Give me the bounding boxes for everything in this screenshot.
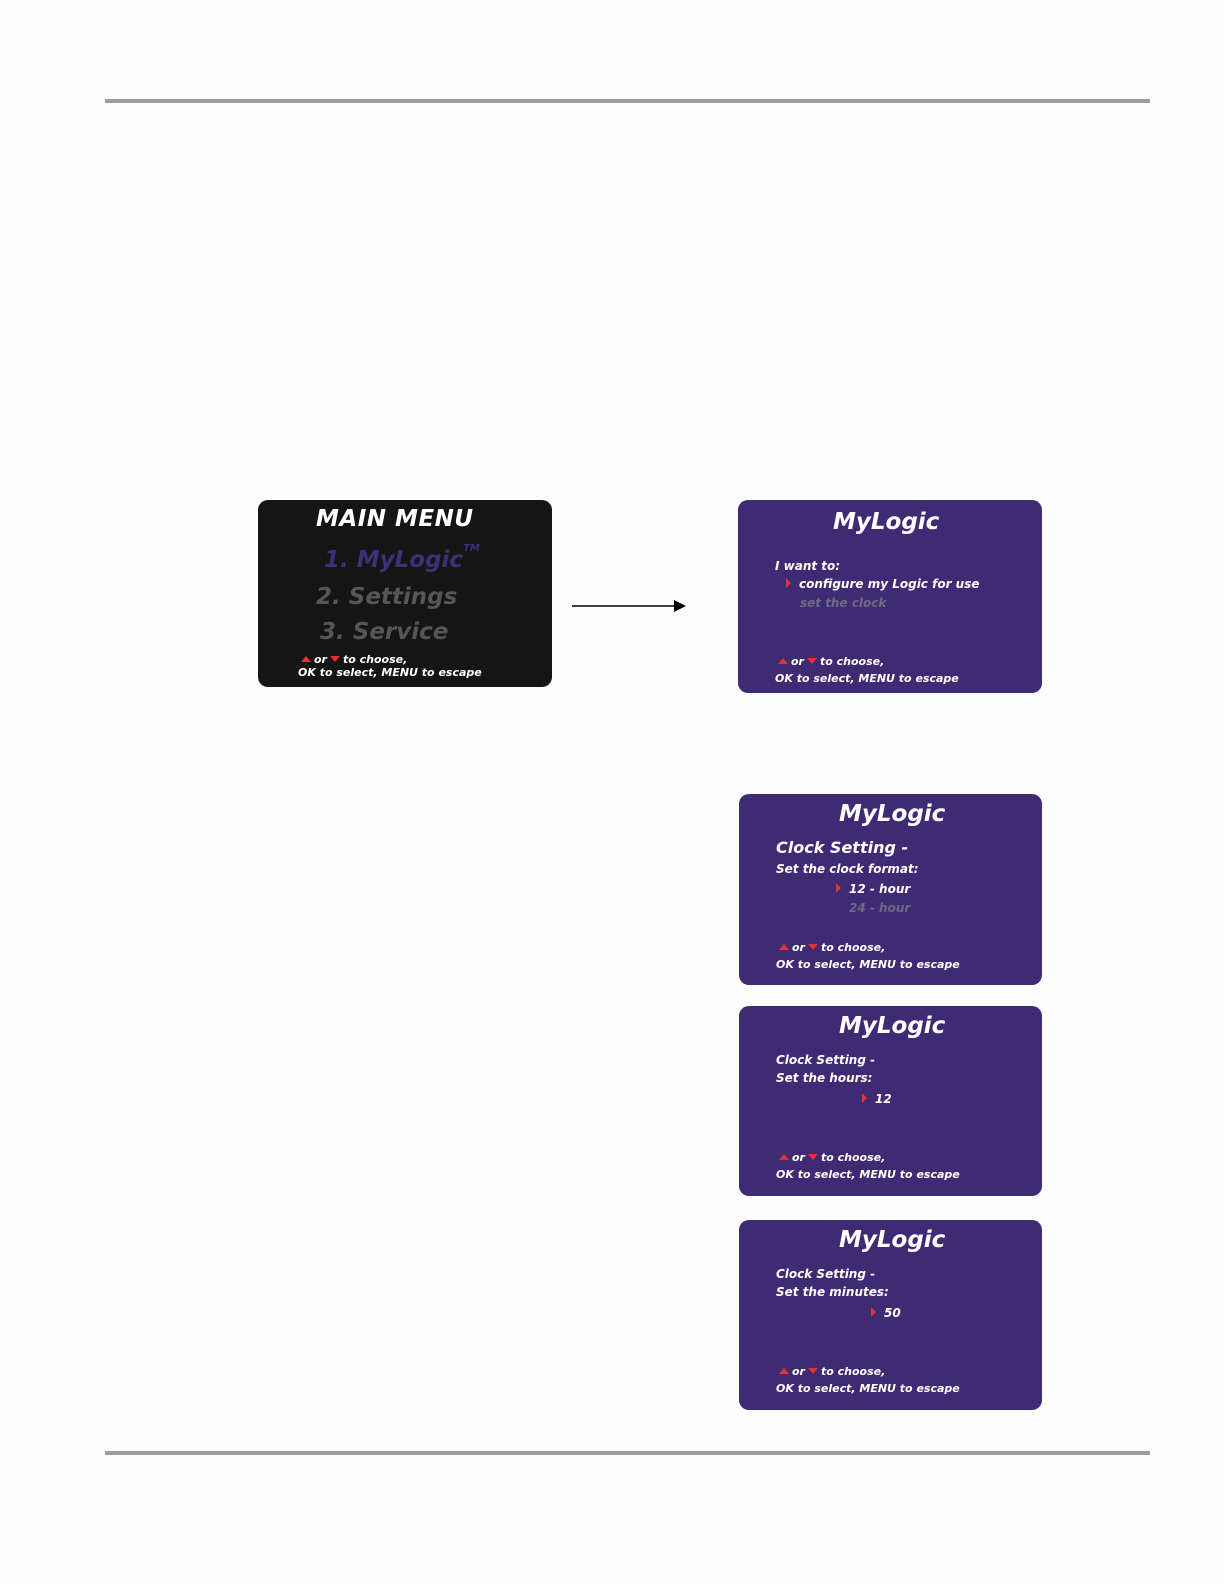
brand-title: MyLogic xyxy=(839,1227,946,1253)
format-prompt: Set the clock format: xyxy=(776,862,919,876)
up-arrow-icon xyxy=(779,1154,789,1160)
minutes-prompt: Set the minutes: xyxy=(776,1285,889,1299)
brand-title: MyLogic xyxy=(839,801,946,827)
menu-item-settings[interactable]: 2. Settings xyxy=(316,584,458,610)
down-arrow-icon xyxy=(807,944,818,950)
down-arrow-icon xyxy=(807,1154,818,1160)
clock-format-screen: MyLogic Clock Setting - Set the clock fo… xyxy=(739,794,1042,985)
select-hint: OK to select, MENU to escape xyxy=(775,672,959,685)
select-hint: OK to select, MENU to escape xyxy=(298,666,482,679)
option-24-hour[interactable]: 24 - hour xyxy=(849,901,911,915)
trademark-mark: TM xyxy=(463,543,480,554)
menu-item-mylogic[interactable]: 1. MyLogicTM xyxy=(324,543,480,573)
down-arrow-icon xyxy=(807,1368,818,1374)
mylogic-want-screen: MyLogic I want to: configure my Logic fo… xyxy=(738,500,1042,693)
selector-caret-icon xyxy=(836,883,841,893)
up-arrow-icon xyxy=(778,658,788,664)
set-minutes-screen: MyLogic Clock Setting - Set the minutes:… xyxy=(739,1220,1042,1410)
select-hint: OK to select, MENU to escape xyxy=(776,958,960,971)
hours-prompt: Set the hours: xyxy=(776,1071,873,1085)
hours-value[interactable]: 12 xyxy=(862,1092,892,1106)
bottom-rule xyxy=(105,1451,1150,1455)
set-hours-screen: MyLogic Clock Setting - Set the hours: 1… xyxy=(739,1006,1042,1196)
up-arrow-icon xyxy=(779,1368,789,1374)
clock-setting-heading: Clock Setting - xyxy=(776,1053,876,1067)
down-arrow-icon xyxy=(329,656,340,662)
top-rule xyxy=(105,99,1150,103)
select-hint: OK to select, MENU to escape xyxy=(776,1168,960,1181)
down-arrow-icon xyxy=(806,658,817,664)
want-prompt: I want to: xyxy=(775,559,841,573)
main-menu-screen: MAIN MENU 1. MyLogicTM 2. Settings 3. Se… xyxy=(258,500,552,687)
clock-setting-heading: Clock Setting - xyxy=(776,838,909,857)
main-menu-title: MAIN MENU xyxy=(316,506,474,532)
minutes-value[interactable]: 50 xyxy=(871,1306,901,1320)
option-configure[interactable]: configure my Logic for use xyxy=(786,577,980,591)
up-arrow-icon xyxy=(301,656,311,662)
selector-caret-icon xyxy=(862,1093,867,1103)
arrow-right-icon xyxy=(572,600,686,612)
option-12-hour[interactable]: 12 - hour xyxy=(836,882,910,896)
option-set-clock[interactable]: set the clock xyxy=(800,596,887,610)
selector-caret-icon xyxy=(871,1307,876,1317)
brand-title: MyLogic xyxy=(839,1013,946,1039)
select-hint: OK to select, MENU to escape xyxy=(776,1382,960,1395)
menu-item-mylogic-label: 1. MyLogic xyxy=(324,547,464,573)
menu-item-service[interactable]: 3. Service xyxy=(320,619,449,645)
up-arrow-icon xyxy=(779,944,789,950)
clock-setting-heading: Clock Setting - xyxy=(776,1267,876,1281)
brand-title: MyLogic xyxy=(833,509,940,535)
selector-caret-icon xyxy=(786,578,791,588)
